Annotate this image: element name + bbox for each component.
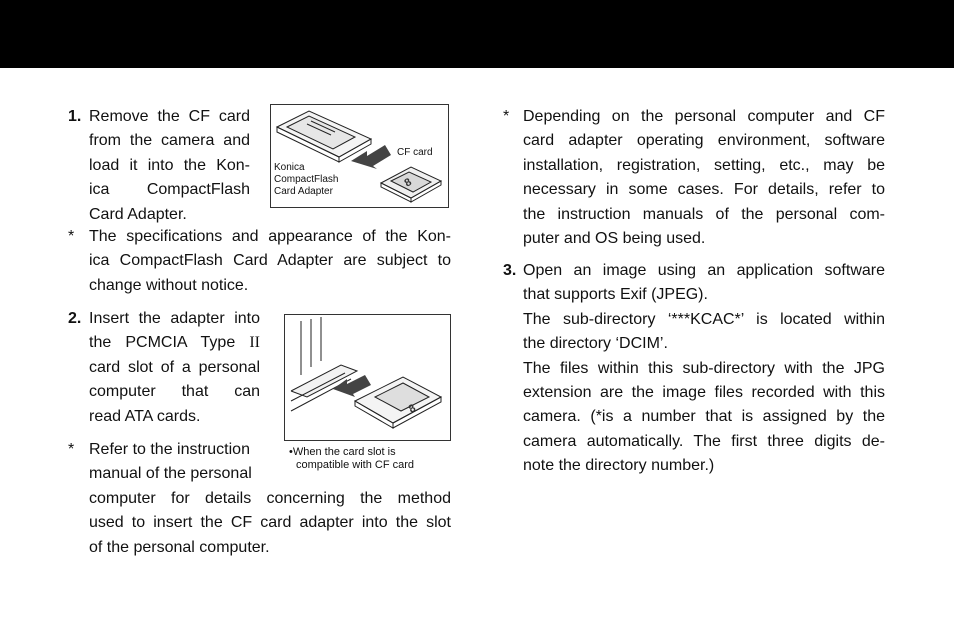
note3-line: necessary in some cases. For details, re… — [523, 181, 885, 199]
step1-line: ica CompactFlash — [89, 181, 250, 199]
step3-line: extension are the image files recorded w… — [523, 384, 885, 402]
note3-line: Depending on the personal computer and C… — [523, 108, 885, 125]
label-adapter-line: CompactFlash — [274, 174, 339, 185]
note3-text: Depending on the personal computer and C… — [523, 105, 885, 251]
note2-line: computer for details concerning the meth… — [89, 490, 451, 507]
note2-line: manual of the personal — [89, 465, 252, 483]
step3-line: The sub-directory ‘***KCAC*’ is located … — [523, 310, 885, 328]
step3-text: Open an image using an application softw… — [523, 259, 885, 479]
step3-line: Open an image using an application softw… — [523, 262, 885, 279]
step2-line: read ATA cards. — [89, 407, 201, 425]
step3-line: note the directory number.) — [523, 457, 715, 475]
note2-line: of the personal computer. — [89, 538, 270, 556]
note2-text: computer for details concerning the meth… — [89, 487, 451, 560]
label-cf-card: CF card — [397, 147, 433, 158]
step1-line: from the camera and — [89, 132, 250, 150]
cf-adapter-illustration: 8 — [275, 110, 443, 203]
note3-line: the instruction manuals of the personal … — [523, 205, 885, 223]
note1-marker: * — [68, 228, 75, 245]
caption-bullet: • — [289, 446, 293, 458]
step1-line: load it into the Kon- — [89, 156, 250, 174]
step2-line2-roman: II — [249, 334, 260, 352]
label-adapter-line: Konica — [274, 162, 305, 173]
note1-line: The specifications and appearance of the… — [89, 228, 451, 245]
note1-line: ica CompactFlash Card Adapter are subjec… — [89, 252, 451, 270]
step2-number: 2. — [68, 310, 82, 327]
step3-line: camera automatically. The first three di… — [523, 432, 885, 450]
note3-line: puter and OS being used. — [523, 230, 706, 248]
note3-line: card adapter operating environment, soft… — [523, 132, 885, 150]
note2-line: Refer to the instruction — [89, 441, 250, 458]
header-bar — [0, 0, 954, 68]
pc-slot-illustration: 8 — [290, 317, 443, 429]
note3-line: installation, registration, setting, etc… — [523, 156, 885, 174]
figure-cf-adapter: 8 CF card Konica CompactFlash Card Adapt… — [270, 104, 449, 208]
label-adapter-line: Card Adapter — [274, 186, 333, 197]
caption-line: compatible with CF card — [296, 459, 414, 471]
label-adapter: Konica CompactFlash Card Adapter — [274, 162, 338, 198]
step2-line: Insert the adapter into — [89, 310, 260, 327]
note1-line: change without notice. — [89, 276, 249, 294]
step3-number: 3. — [503, 262, 517, 279]
step3-line: that supports Exif (JPEG). — [523, 286, 708, 304]
note2-text-short: Refer to the instruction manual of the p… — [89, 438, 269, 487]
step3-line: The files within this sub-directory with… — [523, 359, 885, 377]
step2-line: card slot of a personal — [89, 358, 260, 376]
step2-text: Insert the adapter into the PCMCIA Type … — [89, 307, 260, 429]
figure2-caption: •When the card slot is compatible with C… — [289, 446, 414, 472]
step1-line: Card Adapter. — [89, 205, 187, 223]
svg-text:8: 8 — [403, 176, 414, 189]
note2-marker: * — [68, 441, 75, 458]
step1-text: Remove the CF card from the camera and l… — [89, 105, 250, 227]
figure-pc-slot: 8 — [284, 314, 451, 441]
step2-line2-text: the PCMCIA Type — [89, 334, 236, 352]
step2-line: the PCMCIA Type II — [89, 331, 260, 355]
note2-line: used to insert the CF card adapter into … — [89, 514, 451, 532]
step1-number: 1. — [68, 108, 82, 125]
step2-line: computer that can — [89, 383, 260, 401]
caption-line: When the card slot is — [292, 446, 396, 458]
svg-text:8: 8 — [407, 402, 418, 415]
note3-marker: * — [503, 108, 510, 125]
step3-line: the directory ‘DCIM’. — [523, 335, 668, 353]
step1-line: Remove the CF card — [89, 108, 250, 125]
note1-text: The specifications and appearance of the… — [89, 225, 451, 298]
step3-line: camera. (*is a number that is assigned b… — [523, 408, 885, 426]
